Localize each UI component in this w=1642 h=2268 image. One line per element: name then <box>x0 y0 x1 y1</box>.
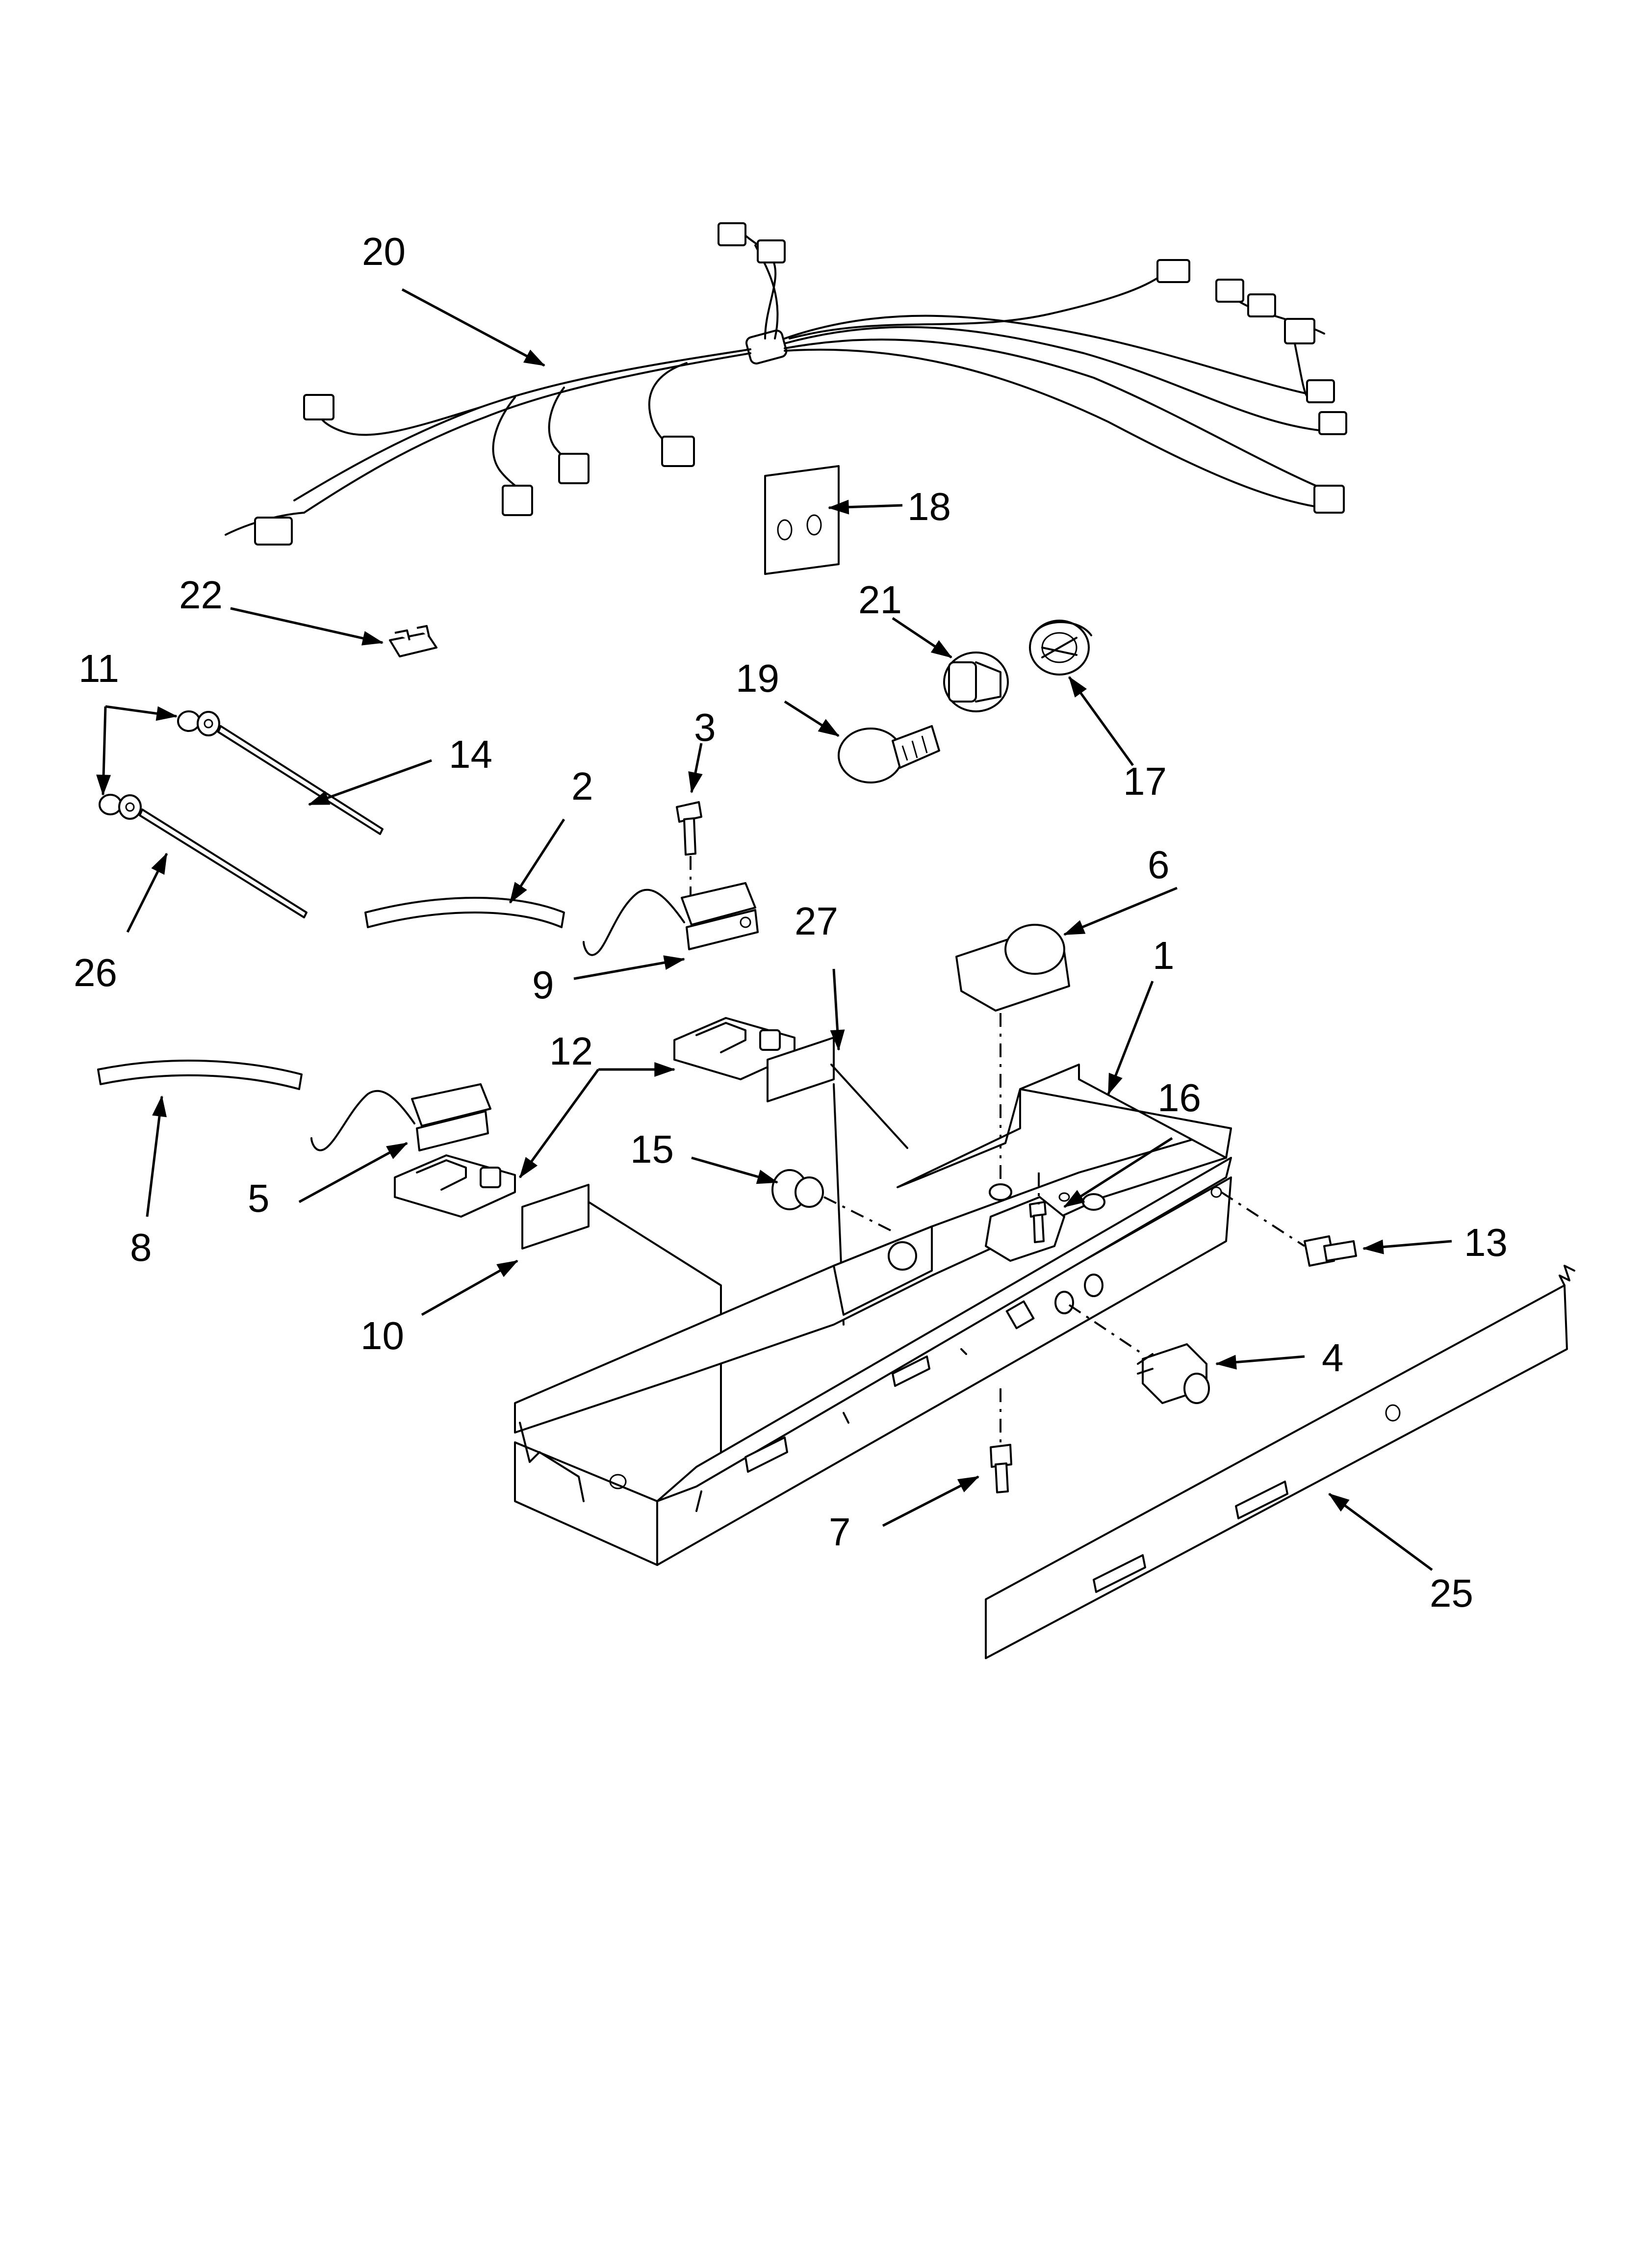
button-15 <box>771 1169 893 1232</box>
tube-lower <box>97 1059 303 1090</box>
lamp-socket-holder <box>943 652 1009 712</box>
screw-13 <box>1220 1191 1357 1267</box>
wire-clip <box>389 625 437 657</box>
label-22: 22 <box>179 573 223 617</box>
wiring-harness <box>225 222 1347 546</box>
label-4: 4 <box>1322 1336 1344 1380</box>
label-sticker-upper <box>767 1037 908 1326</box>
shaft-upper <box>217 725 384 835</box>
label-17: 17 <box>1123 759 1167 803</box>
label-3: 3 <box>694 705 716 749</box>
label-25: 25 <box>1430 1571 1473 1615</box>
part-number-labels: 20 18 22 21 11 19 3 14 17 2 6 27 1 26 9 … <box>74 230 1508 1615</box>
label-15: 15 <box>630 1127 674 1171</box>
terminal-plate <box>764 465 840 575</box>
lamp-socket <box>1029 620 1092 676</box>
screw-3 <box>676 801 702 912</box>
shaft-lower <box>139 808 308 918</box>
switch-lower <box>310 1083 491 1151</box>
label-1: 1 <box>1153 934 1175 977</box>
grommet-lower <box>99 794 142 820</box>
grommet-upper <box>177 710 220 736</box>
trim-panel <box>985 1265 1575 1659</box>
light-bulb <box>838 725 940 783</box>
label-6: 6 <box>1148 843 1170 886</box>
control-housing <box>514 1064 1232 1566</box>
label-26: 26 <box>74 951 117 994</box>
label-14: 14 <box>449 732 492 776</box>
callout-arrows <box>96 288 1452 1571</box>
label-2: 2 <box>571 764 593 808</box>
label-20: 20 <box>362 230 406 273</box>
switch-upper <box>583 882 759 956</box>
label-18: 18 <box>907 485 951 528</box>
bracket-lower <box>394 1154 516 1218</box>
label-16: 16 <box>1157 1076 1201 1120</box>
label-9: 9 <box>532 963 554 1007</box>
label-sticker-lower <box>521 1184 722 1463</box>
label-19: 19 <box>736 656 779 700</box>
label-13: 13 <box>1464 1221 1508 1264</box>
label-8: 8 <box>130 1225 152 1269</box>
label-11: 11 <box>78 647 119 690</box>
control-module <box>955 924 1070 1192</box>
tube-upper <box>364 897 565 928</box>
switch-4 <box>1137 1343 1210 1404</box>
screw-7 <box>990 1444 1012 1493</box>
screw-16 <box>1029 1173 1047 1243</box>
label-7: 7 <box>829 1510 851 1554</box>
label-10: 10 <box>360 1314 404 1357</box>
label-12: 12 <box>549 1029 593 1073</box>
label-5: 5 <box>248 1176 270 1220</box>
label-21: 21 <box>858 578 902 622</box>
label-27: 27 <box>795 899 838 943</box>
